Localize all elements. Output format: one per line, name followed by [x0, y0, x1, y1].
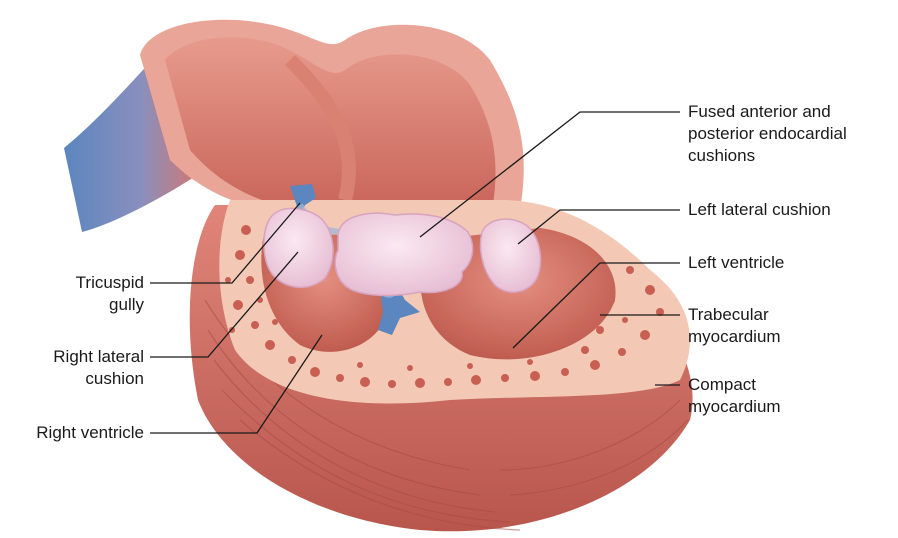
- fused-cushions-line-1: Fused anterior and: [688, 101, 847, 123]
- label-tricuspid-gully: Tricuspid gully: [76, 272, 144, 316]
- label-trabecular-myocardium: Trabecular myocardium: [688, 304, 781, 348]
- trabecular-line-1: Trabecular: [688, 304, 781, 326]
- trabecular-line-2: myocardium: [688, 326, 781, 348]
- right-lateral-line-1: Right lateral: [53, 346, 144, 368]
- label-left-lateral-cushion: Left lateral cushion: [688, 199, 831, 221]
- tricuspid-line-1: Tricuspid: [76, 272, 144, 294]
- label-right-ventricle: Right ventricle: [36, 422, 144, 444]
- fused-cushions-line-3: cushions: [688, 145, 847, 167]
- left-lateral-cushion-text: Left lateral cushion: [688, 199, 831, 221]
- label-right-lateral-cushion: Right lateral cushion: [53, 346, 144, 390]
- label-left-ventricle: Left ventricle: [688, 252, 784, 274]
- tricuspid-line-2: gully: [76, 294, 144, 316]
- fused-cushion-shape: [335, 213, 473, 295]
- label-compact-myocardium: Compact myocardium: [688, 374, 781, 418]
- left-ventricle-text: Left ventricle: [688, 252, 784, 274]
- compact-line-1: Compact: [688, 374, 781, 396]
- right-lateral-line-2: cushion: [53, 368, 144, 390]
- right-ventricle-text: Right ventricle: [36, 422, 144, 444]
- compact-line-2: myocardium: [688, 396, 781, 418]
- right-lateral-cushion-shape: [264, 208, 333, 287]
- label-fused-cushions: Fused anterior and posterior endocardial…: [688, 101, 847, 167]
- fused-cushions-line-2: posterior endocardial: [688, 123, 847, 145]
